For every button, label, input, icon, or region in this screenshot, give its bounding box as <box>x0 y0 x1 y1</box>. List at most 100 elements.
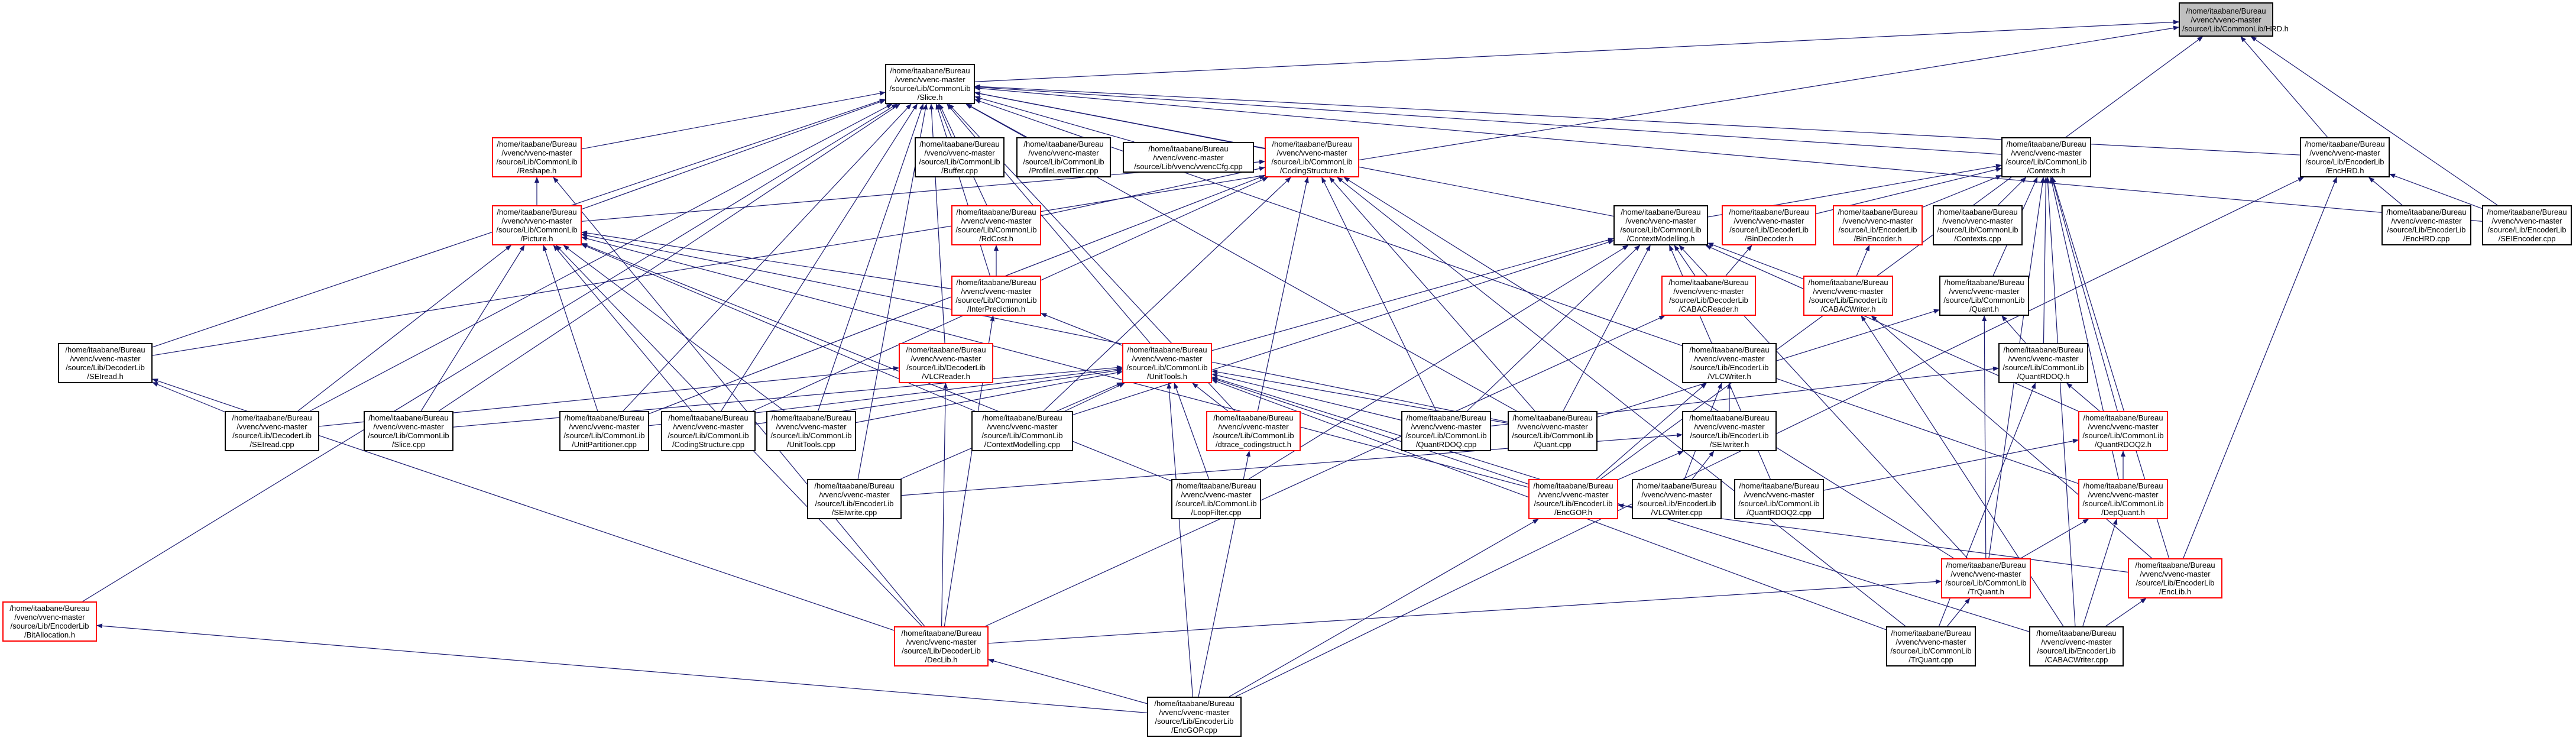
node-cabacwriter-cpp[interactable]: /home/itaabane/Bureau/vvenc/vvenc-master… <box>2029 626 2124 666</box>
edge-contexts_cpp-to-contexts <box>1997 177 2027 206</box>
node-label-line: /home/itaabane/Bureau <box>1154 699 1234 708</box>
node-binencoder-h[interactable]: /home/itaabane/Bureau/vvenc/vvenc-master… <box>1833 205 1923 245</box>
edge-picture-to-slice <box>581 99 886 210</box>
edge-dtrace-to-codingstruct <box>1257 177 1309 412</box>
node-contexts-cpp[interactable]: /home/itaabane/Bureau/vvenc/vvenc-master… <box>1933 205 2023 245</box>
edge-encgop-to-unittools <box>1211 377 1529 485</box>
node-profileleveltier-cpp[interactable]: /home/itaabane/Bureau/vvenc/vvenc-master… <box>1016 137 1111 177</box>
node-seiread-cpp[interactable]: /home/itaabane/Bureau/vvenc/vvenc-master… <box>225 411 319 451</box>
node-vvenccfg-cpp[interactable]: /home/itaabane/Bureau/vvenc/vvenc-master… <box>1123 142 1254 173</box>
node-codingstructure-h[interactable]: /home/itaabane/Bureau/vvenc/vvenc-master… <box>1265 137 1359 177</box>
node-label-line: /vvenc/vvenc-master <box>70 354 141 363</box>
node-enclib-h[interactable]: /home/itaabane/Bureau/vvenc/vvenc-master… <box>2128 558 2222 598</box>
node-label-line: /EncHRD.h <box>2325 166 2364 175</box>
edge-seiread_cpp-to-slice <box>310 103 893 412</box>
edge-quantrdoq_cpp-to-codingstruct <box>1321 177 1437 412</box>
node-quant-cpp[interactable]: /home/itaabane/Bureau/vvenc/vvenc-master… <box>1508 411 1598 451</box>
node-label-line: /source/Lib/CommonLib <box>955 296 1037 305</box>
node-cabacreader-h[interactable]: /home/itaabane/Bureau/vvenc/vvenc-master… <box>1661 276 1756 316</box>
node-seiwriter-h[interactable]: /home/itaabane/Bureau/vvenc/vvenc-master… <box>1682 411 1777 451</box>
node-label-line: /vvenc/vvenc-master <box>895 75 965 84</box>
node-label-line: /RdCost.h <box>979 234 1013 243</box>
node-label-line: /home/itaabane/Bureau <box>232 413 312 422</box>
edge-encgop-to-seiwriter <box>1618 451 1684 480</box>
node-label-line: /source/Lib/CommonLib/HRD.h <box>2182 24 2289 33</box>
node-label-line: /vvenc/vvenc-master <box>2140 569 2211 578</box>
node-contextmodelling-cpp[interactable]: /home/itaabane/Bureau/vvenc/vvenc-master… <box>971 411 1073 451</box>
node-label-line: /Contexts.h <box>2027 166 2066 175</box>
edge-binencoder-to-contexts <box>1922 175 2002 208</box>
node-bitallocation-h[interactable]: /home/itaabane/Bureau/vvenc/vvenc-master… <box>2 601 97 642</box>
node-label-line: /EncHRD.cpp <box>2403 234 2450 243</box>
node-vlcreader-h[interactable]: /home/itaabane/Bureau/vvenc/vvenc-master… <box>899 343 993 383</box>
edge-ctxmodel_cpp-to-codingstruct <box>1043 177 1291 412</box>
node-label-line: /home/itaabane/Bureau <box>956 208 1036 216</box>
node-label-line: /vvenc/vvenc-master <box>961 287 1032 296</box>
node-label-line: /source/Lib/CommonLib <box>889 84 971 93</box>
node-label-line: /source/Lib/CommonLib <box>1213 431 1294 440</box>
node-quant-h[interactable]: /home/itaabane/Bureau/vvenc/vvenc-master… <box>1939 276 2029 316</box>
node-enchrd-cpp[interactable]: /home/itaabane/Bureau/vvenc/vvenc-master… <box>2381 205 2471 245</box>
node-contextmodelling-h[interactable]: /home/itaabane/Bureau/vvenc/vvenc-master… <box>1613 205 1708 245</box>
node-label-line: /source/Lib/CommonLib <box>919 157 1000 166</box>
node-label-line: /vvenc/vvenc-master <box>2391 216 2462 225</box>
node-label-line: /source/Lib/CommonLib <box>1890 646 1972 655</box>
edge-seiencoder-to-enchrd <box>2389 173 2483 209</box>
node-reshape-h[interactable]: /home/itaabane/Bureau/vvenc/vvenc-master… <box>492 137 582 177</box>
node-unitpartitioner-cpp[interactable]: /home/itaabane/Bureau/vvenc/vvenc-master… <box>559 411 649 451</box>
node-unittools-h[interactable]: /home/itaabane/Bureau/vvenc/vvenc-master… <box>1122 343 1212 383</box>
node-label-line: /home/itaabane/Bureau <box>956 278 1036 287</box>
node-interprediction-h[interactable]: /home/itaabane/Bureau/vvenc/vvenc-master… <box>951 276 1041 316</box>
node-codingstructure-cpp[interactable]: /home/itaabane/Bureau/vvenc/vvenc-master… <box>661 411 756 451</box>
edge-quantrdoq-to-quant <box>2001 315 2026 344</box>
node-label-line: /home/itaabane/Bureau <box>1213 413 1294 422</box>
node-buffer-cpp[interactable]: /home/itaabane/Bureau/vvenc/vvenc-master… <box>915 137 1005 177</box>
edge-seiread_cpp-to-seiread_h <box>152 382 225 412</box>
node-hrd-h[interactable]: /home/itaabane/Bureau/vvenc/vvenc-master… <box>2179 2 2289 37</box>
edge-codingstruct_cpp-to-slice <box>721 103 918 412</box>
node-depquant-h[interactable]: /home/itaabane/Bureau/vvenc/vvenc-master… <box>2078 479 2168 519</box>
node-picture-h[interactable]: /home/itaabane/Bureau/vvenc/vvenc-master… <box>492 205 582 245</box>
node-quantrdoq-cpp[interactable]: /home/itaabane/Bureau/vvenc/vvenc-master… <box>1401 411 1491 451</box>
node-label-line: /source/Lib/CommonLib <box>2003 363 2084 372</box>
node-label-line: /vvenc/vvenc-master <box>1159 708 1230 717</box>
node-label-line: /source/Lib/CommonLib <box>1945 578 2027 587</box>
node-label-line: /source/Lib/CommonLib <box>1405 431 1487 440</box>
node-encgop-h[interactable]: /home/itaabane/Bureau/vvenc/vvenc-master… <box>1528 479 1618 519</box>
edge-encgop-to-hrd <box>1600 36 2204 480</box>
node-contexts-h[interactable]: /home/itaabane/Bureau/vvenc/vvenc-master… <box>2001 137 2091 177</box>
node-vlcwriter-cpp[interactable]: /home/itaabane/Bureau/vvenc/vvenc-master… <box>1632 479 1722 519</box>
edge-interpred-to-slice <box>935 103 990 276</box>
node-label-line: /SEIwriter.h <box>1709 440 1749 449</box>
node-label-line: /Reshape.h <box>517 166 557 175</box>
node-trquant-h[interactable]: /home/itaabane/Bureau/vvenc/vvenc-master… <box>1941 558 2031 598</box>
node-quantrdoq2-cpp[interactable]: /home/itaabane/Bureau/vvenc/vvenc-master… <box>1734 479 1824 519</box>
node-trquant-cpp[interactable]: /home/itaabane/Bureau/vvenc/vvenc-master… <box>1886 626 1976 666</box>
node-label-line: /home/itaabane/Bureau <box>2305 140 2385 148</box>
node-seiread-h[interactable]: /home/itaabane/Bureau/vvenc/vvenc-master… <box>58 343 153 383</box>
node-loopfilter-cpp[interactable]: /home/itaabane/Bureau/vvenc/vvenc-master… <box>1171 479 1261 519</box>
node-quantrdoq2-h[interactable]: /home/itaabane/Bureau/vvenc/vvenc-master… <box>2078 411 2168 451</box>
node-rdcost-h[interactable]: /home/itaabane/Bureau/vvenc/vvenc-master… <box>951 205 1041 245</box>
node-encgop-cpp[interactable]: /home/itaabane/Bureau/vvenc/vvenc-master… <box>1147 697 1242 737</box>
node-label-line: /SEIread.cpp <box>250 440 294 449</box>
node-quantrdoq-h[interactable]: /home/itaabane/Bureau/vvenc/vvenc-master… <box>1998 343 2088 383</box>
node-label-line: /source/Lib/EncoderLib <box>2136 578 2215 587</box>
node-enchrd-h[interactable]: /home/itaabane/Bureau/vvenc/vvenc-master… <box>2300 137 2390 177</box>
edge-trquant-to-codingstruct <box>1343 177 1954 559</box>
node-slice-cpp[interactable]: /home/itaabane/Bureau/vvenc/vvenc-master… <box>364 411 453 451</box>
node-vlcwriter-h[interactable]: /home/itaabane/Bureau/vvenc/vvenc-master… <box>1682 343 1777 383</box>
edge-enchrd_cpp-to-enchrd <box>2368 177 2403 206</box>
node-seiwrite-cpp[interactable]: /home/itaabane/Bureau/vvenc/vvenc-master… <box>807 479 902 519</box>
node-label-line: /home/itaabane/Bureau <box>1148 144 1229 153</box>
node-bindecoder-h[interactable]: /home/itaabane/Bureau/vvenc/vvenc-master… <box>1722 205 1816 245</box>
node-dtrace-codingstruct-h[interactable]: /home/itaabane/Bureau/vvenc/vvenc-master… <box>1206 411 1301 451</box>
node-unittools-cpp[interactable]: /home/itaabane/Bureau/vvenc/vvenc-master… <box>766 411 856 451</box>
node-label-line: /home/itaabane/Bureau <box>1637 481 1717 490</box>
node-cabacwriter-h[interactable]: /home/itaabane/Bureau/vvenc/vvenc-master… <box>1803 276 1893 316</box>
node-label-line: /source/Lib/vvenc/vvencCfg.cpp <box>1134 161 1243 171</box>
node-declib-h[interactable]: /home/itaabane/Bureau/vvenc/vvenc-master… <box>894 626 989 666</box>
node-label-line: /BinEncoder.h <box>1854 234 1902 243</box>
node-slice-h[interactable]: /home/itaabane/Bureau/vvenc/vvenc-master… <box>885 64 975 104</box>
node-seiencoder-cpp[interactable]: /home/itaabane/Bureau/vvenc/vvenc-master… <box>2482 205 2572 245</box>
